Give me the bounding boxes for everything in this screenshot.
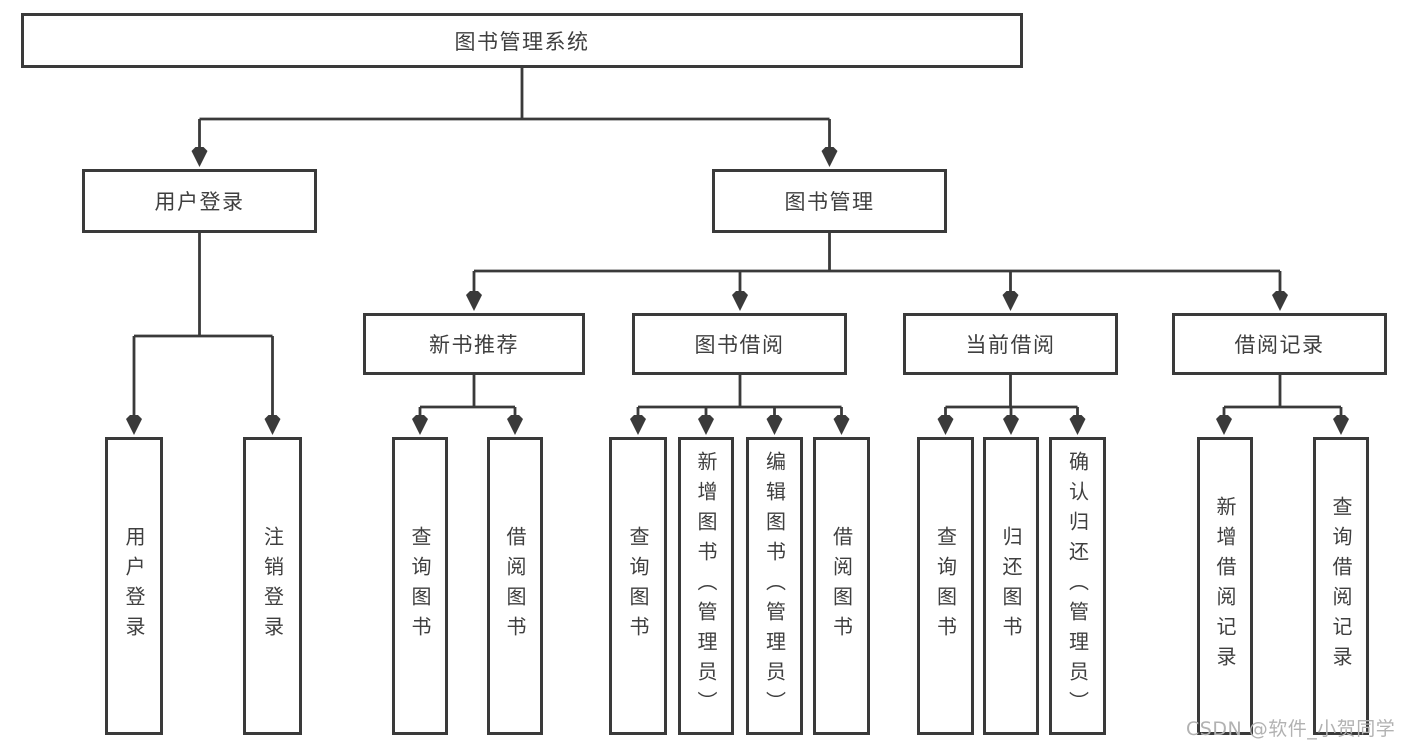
node-label: 确认归还（管理员） [1065, 451, 1090, 721]
node-label: 新增图书（管理员） [694, 451, 718, 721]
node-label: 查询图书 [408, 526, 432, 646]
node-user-login: 用户登录 [82, 169, 317, 233]
node-confirm-return-admin: 确认归还（管理员） [1049, 437, 1106, 735]
node-library-management-system: 图书管理系统 [21, 13, 1023, 68]
node-label: 注销登录 [260, 526, 285, 646]
node-label: 借阅图书 [829, 526, 854, 646]
node-borrowing-records: 借阅记录 [1172, 313, 1387, 375]
node-query-books-borrowing: 查询图书 [609, 437, 667, 735]
node-borrow-books-borrowing: 借阅图书 [813, 437, 870, 735]
node-label: 归还图书 [999, 526, 1023, 646]
node-label: 查询借阅记录 [1329, 496, 1353, 676]
node-add-borrow-record: 新增借阅记录 [1197, 437, 1253, 735]
node-label: 编辑图书（管理员） [762, 451, 787, 721]
node-logout: 注销登录 [243, 437, 302, 735]
node-book-management: 图书管理 [712, 169, 947, 233]
node-book-borrowing: 图书借阅 [632, 313, 847, 375]
watermark-csdn: CSDN @软件_小贺同学 [1186, 718, 1396, 740]
node-label: 查询图书 [933, 526, 958, 646]
node-new-book-recommendation: 新书推荐 [363, 313, 585, 375]
node-edit-books-admin: 编辑图书（管理员） [746, 437, 803, 735]
node-user-login-action: 用户登录 [105, 437, 163, 735]
node-query-books-current: 查询图书 [917, 437, 974, 735]
node-label: 查询图书 [626, 526, 650, 646]
node-label: 新增借阅记录 [1213, 496, 1237, 676]
node-label: 借阅图书 [503, 526, 527, 646]
arrowheads [126, 147, 1349, 435]
node-query-books-recommend: 查询图书 [392, 437, 448, 735]
node-query-borrow-record: 查询借阅记录 [1313, 437, 1369, 735]
node-add-books-admin: 新增图书（管理员） [678, 437, 734, 735]
node-return-books: 归还图书 [983, 437, 1039, 735]
node-borrow-books-recommend: 借阅图书 [487, 437, 543, 735]
node-label: 用户登录 [122, 526, 146, 646]
node-current-borrowing: 当前借阅 [903, 313, 1118, 375]
